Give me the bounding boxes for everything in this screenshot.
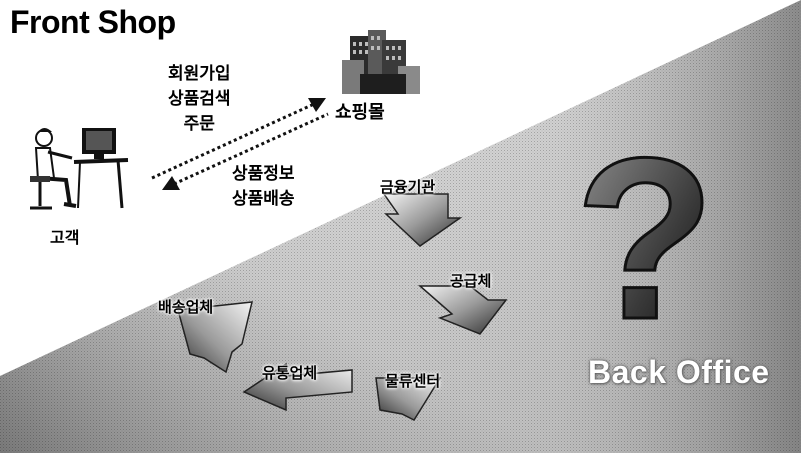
delivery-company-label: 배송업체 (158, 298, 214, 316)
signup-label: 회원가입 (168, 64, 231, 84)
front-shop-title: Front Shop (10, 4, 176, 40)
shopping-mall-icon (342, 30, 420, 94)
customer-icon (30, 128, 129, 210)
product-delivery-label: 상품배송 (232, 189, 295, 209)
distributor-label: 유통업체 (262, 364, 318, 382)
financial-institution-label: 금융기관 (380, 178, 436, 196)
question-mark-icon: ? (575, 110, 716, 367)
product-search-label: 상품검색 (168, 89, 231, 109)
mall-to-customer-labels: 상품정보 상품배송 (232, 162, 295, 212)
back-office-flow-arrows (177, 193, 508, 421)
order-label: 주문 (183, 114, 215, 134)
back-office-title: Back Office (588, 354, 770, 390)
logistics-center-label: 물류센터 (385, 372, 441, 390)
customer-label: 고객 (50, 228, 80, 247)
product-info-label: 상품정보 (232, 164, 295, 184)
shopping-mall-label: 쇼핑몰 (335, 102, 385, 123)
supplier-label: 공급체 (450, 272, 492, 290)
front-exchange-arrows (151, 98, 329, 190)
customer-to-mall-labels: 회원가입 상품검색 주문 (168, 62, 231, 137)
